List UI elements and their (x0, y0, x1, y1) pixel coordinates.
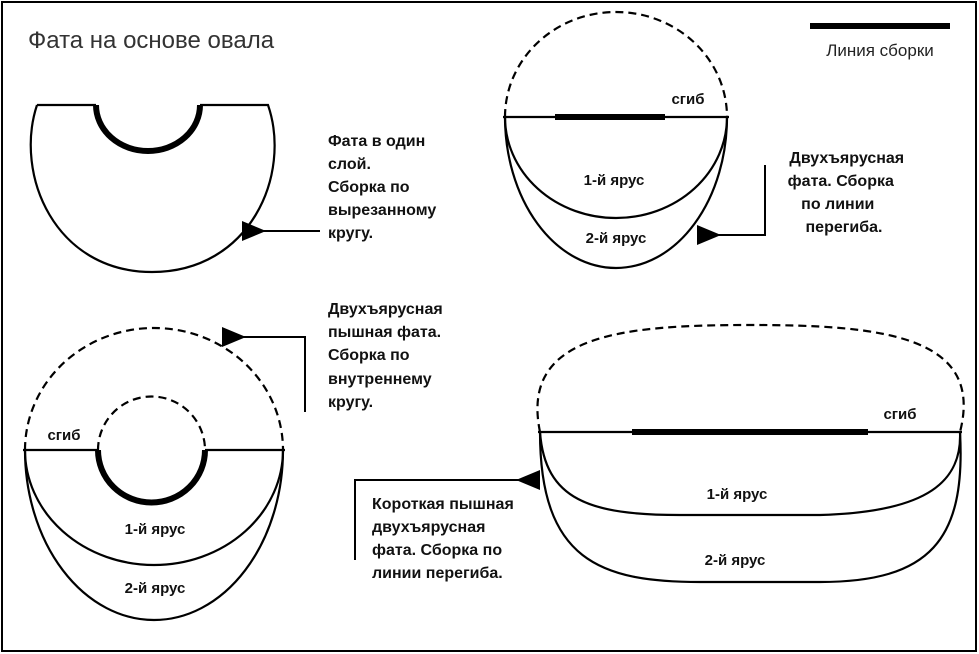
caption-2: Двухъярусная фата. Сборка по линии перег… (788, 150, 909, 236)
fold-label: сгиб (47, 427, 80, 444)
fold-label: сгиб (883, 406, 916, 423)
caption-1: Фата в один слой. Сборка по вырезанному … (328, 133, 441, 242)
arrow (222, 327, 306, 412)
figure-two-tier-fold: сгиб 1-й ярус 2-й ярус Двухъярусная фата… (503, 10, 909, 270)
tier2-label: 2-й ярус (125, 580, 186, 597)
diagram-title: Фата на основе овала (28, 27, 275, 54)
arrow (697, 165, 766, 245)
caption-4: Короткая пышная двухъярусная фата. Сборк… (372, 496, 518, 582)
arrow (354, 470, 540, 560)
fold-label: сгиб (671, 91, 704, 108)
tier1-label: 1-й ярус (707, 486, 768, 503)
figure-short-two-tier: сгиб 1-й ярус 2-й ярус Короткая пышная д… (354, 323, 965, 584)
legend-label: Линия сборки (826, 41, 934, 60)
figure-single-layer: Фата в один слой. Сборка по вырезанному … (29, 103, 441, 274)
tier2-label: 2-й ярус (705, 552, 766, 569)
tier1-label: 1-й ярус (584, 172, 645, 189)
tier2-label: 2-й ярус (586, 230, 647, 247)
tier1-label: 1-й ярус (125, 521, 186, 538)
caption-3: Двухъярусная пышная фата. Сборка по внут… (328, 301, 447, 411)
figure-two-tier-inner: сгиб 1-й ярус 2-й ярус Двухъярусная пышн… (23, 301, 447, 622)
